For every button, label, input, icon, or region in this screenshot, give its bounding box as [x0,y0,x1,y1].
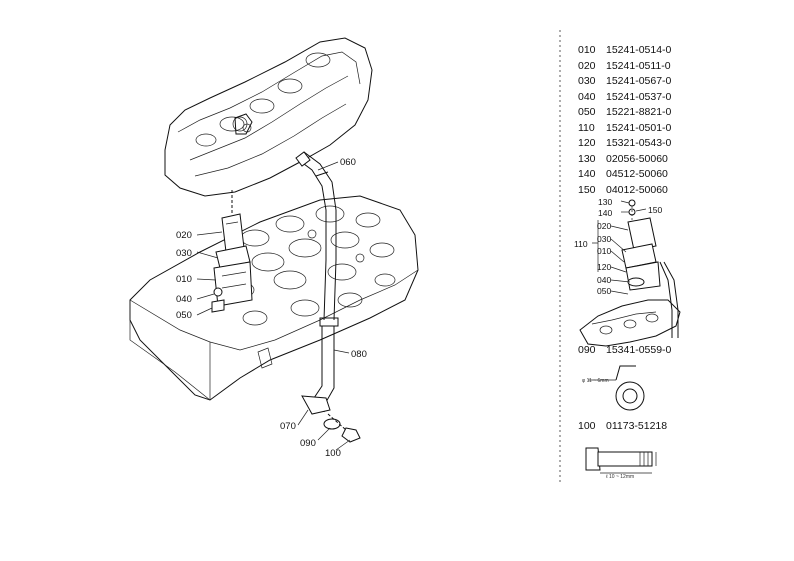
bolt-100-illustration [585,447,657,474]
detail-callout-130: 130 [598,197,612,207]
parts-list-row: 120 15321-0543-0 [578,136,671,152]
detail-callout-050: 050 [597,286,611,296]
part-number: 15341-0559-0 [606,344,672,356]
part-number: 01173-51218 [606,420,668,432]
breather-tube [295,151,339,327]
part-code: 030 [578,75,596,87]
detail-callout-110: 110 [574,239,588,249]
rocker-cover [164,37,373,197]
callout-040: 040 [176,294,192,305]
part-code: 040 [578,91,596,103]
part-code: 130 [578,153,596,165]
callout-010: 010 [176,274,192,285]
part-number: 15221-8821-0 [606,106,672,118]
parts-list-row: 040 15241-0537-0 [578,90,671,106]
part-code: 050 [578,106,596,118]
part-number: 04012-50060 [606,184,668,196]
parts-list-row: 030 15241-0567-0 [578,74,671,90]
parts-list-row: 140 04512-50060 [578,167,668,183]
parts-list-row: 130 02056-50060 [578,152,668,168]
detail-callout-040: 040 [597,275,611,285]
part-number: 15241-0567-0 [606,75,672,87]
detail-callout-150: 150 [648,205,662,215]
part-number: 15241-0514-0 [606,44,672,56]
part-code: 140 [578,168,596,180]
part-code: 090 [578,344,596,356]
detail-callout-140: 140 [598,208,612,218]
cylinder-head [129,195,419,401]
callout-050: 050 [176,310,192,321]
callout-070: 070 [280,421,296,432]
parts-list-row: 150 04012-50060 [578,183,668,199]
part-code: 110 [578,122,595,134]
part-number: 04512-50060 [606,168,668,180]
parts-list-row: 010 15241-0514-0 [578,43,671,59]
gasket-090-dimension: φ 11 ~ 6mm [582,378,609,384]
parts-list-row: 050 15221-8821-0 [578,105,671,121]
banjo-fittings [323,413,361,443]
part-code: 150 [578,184,596,196]
part-number: 15321-0543-0 [606,137,672,149]
callout-080: 080 [351,349,367,360]
callout-060: 060 [340,157,356,168]
part-090-row: 090 15341-0559-0 [578,343,671,359]
main-leader-lines [196,161,351,451]
part-number: 15241-0501-0 [606,122,672,134]
gasket-090-illustration [588,365,645,411]
oil-pipe [301,326,335,415]
detail-callout-120: 120 [597,262,611,272]
bracket-assembly [211,190,253,313]
part-number: 15241-0511-0 [606,60,671,72]
callout-100: 100 [325,448,341,459]
callout-030: 030 [176,248,192,259]
part-code: 010 [578,44,596,56]
detail-callout-020: 020 [597,221,611,231]
callout-090: 090 [300,438,316,449]
parts-list-row: 020 15241-0511-0 [578,59,671,75]
bolt-100-dimension: ℓ 10 ~ 12mm [606,474,634,480]
part-number: 15241-0537-0 [606,91,672,103]
detail-callout-010: 010 [597,246,611,256]
part-code: 020 [578,60,596,72]
part-code: 100 [578,420,596,432]
detail-callout-030: 030 [597,234,611,244]
parts-list-row: 110 15241-0501-0 [578,121,671,137]
callout-020: 020 [176,230,192,241]
detail-drawing [579,199,681,347]
part-100-row: 100 01173-51218 [578,419,667,435]
part-code: 120 [578,137,596,149]
part-number: 02056-50060 [606,153,668,165]
